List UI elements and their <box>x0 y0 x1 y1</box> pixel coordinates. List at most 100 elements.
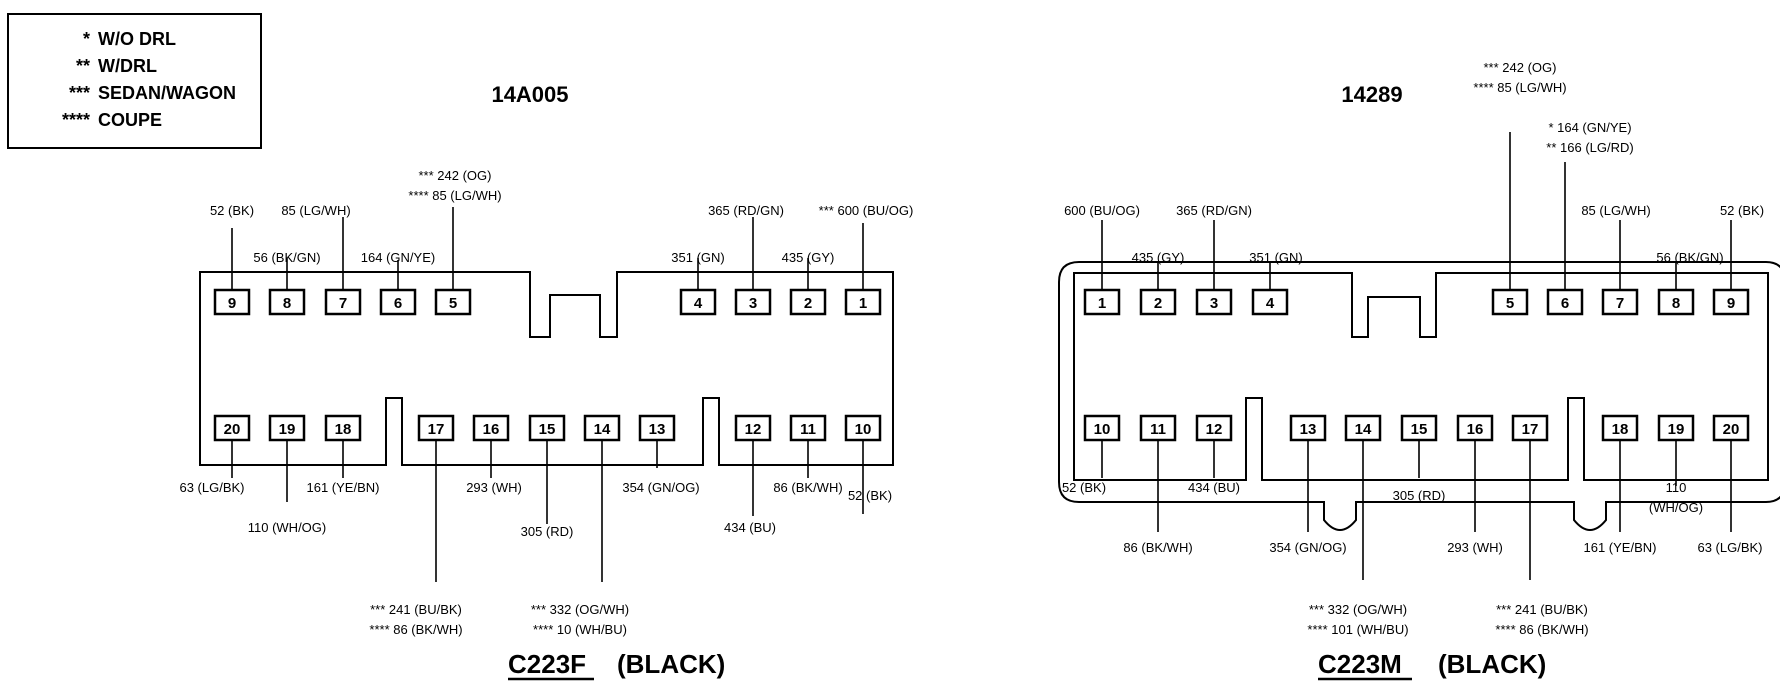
wire-label: 365 (RD/GN) <box>708 203 784 218</box>
wire-label: 354 (GN/OG) <box>622 480 699 495</box>
wire-label: 52 (BK) <box>210 203 254 218</box>
wire-label: 351 (GN) <box>1249 250 1302 265</box>
left-connector-color: (BLACK) <box>617 649 725 679</box>
pin-box <box>789 288 827 316</box>
pin-number: 11 <box>1150 421 1166 438</box>
pin-number: 2 <box>804 295 812 312</box>
pin-box <box>1657 414 1695 442</box>
pin-box <box>434 288 472 316</box>
wire-label: 305 (RD) <box>1393 488 1446 503</box>
pin-box <box>1251 288 1289 316</box>
pin-number: 9 <box>1727 295 1735 312</box>
wire-label: 161 (YE/BN) <box>1584 540 1657 555</box>
pin-box <box>1083 414 1121 442</box>
pin-number: 17 <box>428 421 445 438</box>
pin-number: 14 <box>594 421 611 438</box>
wire-label: *** 241 (BU/BK) <box>370 602 462 617</box>
pin-box <box>583 414 621 442</box>
wire-label: 63 (LG/BK) <box>1697 540 1762 555</box>
pin-number: 19 <box>279 421 296 438</box>
pin-box <box>1601 414 1639 442</box>
legend-mark: *** <box>69 83 90 103</box>
wire-label: 293 (WH) <box>1447 540 1503 555</box>
wire-label: 85 (LG/WH) <box>1581 203 1650 218</box>
wire-label: 434 (BU) <box>724 520 776 535</box>
pins-layer: 9 52 (BK) 8 56 (BK/GN) 7 85 (LG/WH) 6 164 (GN/Y… <box>179 60 1764 637</box>
wire-label: 164 (GN/YE) <box>361 250 435 265</box>
wire-label: 600 (BU/OG) <box>1064 203 1140 218</box>
pin-box <box>789 414 827 442</box>
wire-label: 110 <box>1666 480 1687 495</box>
legend-text: W/DRL <box>98 56 157 76</box>
pin-box <box>324 288 362 316</box>
pin-number: 4 <box>1266 295 1275 312</box>
wire-label: 86 (BK/WH) <box>1123 540 1192 555</box>
pin-number: 6 <box>1561 295 1569 312</box>
pin-box <box>1546 288 1584 316</box>
wire-label: **** 85 (LG/WH) <box>408 188 501 203</box>
wire-label: 110 (WH/OG) <box>248 520 327 535</box>
wire-label: **** 86 (BK/WH) <box>1495 622 1588 637</box>
wire-label: *** 242 (OG) <box>1484 60 1557 75</box>
pin-box <box>844 288 882 316</box>
legend-mark: ** <box>76 56 90 76</box>
pin-box <box>1712 414 1750 442</box>
wire-label: 293 (WH) <box>466 480 522 495</box>
pin-number: 11 <box>800 421 816 438</box>
wire-label: 86 (BK/WH) <box>773 480 842 495</box>
pin-number: 13 <box>1300 421 1317 438</box>
pin-number: 1 <box>859 295 867 312</box>
pin-number: 19 <box>1668 421 1685 438</box>
pin-number: 4 <box>694 295 703 312</box>
wire-label: 85 (LG/WH) <box>281 203 350 218</box>
wire-label: 56 (BK/GN) <box>253 250 320 265</box>
pin-number: 8 <box>1672 295 1680 312</box>
wire-label: *** 241 (BU/BK) <box>1496 602 1588 617</box>
pin-number: 20 <box>224 421 241 438</box>
pin-number: 7 <box>339 295 347 312</box>
pin-number: 7 <box>1616 295 1624 312</box>
pin-box <box>528 414 566 442</box>
pin-box <box>213 414 251 442</box>
pin-number: 15 <box>539 421 556 438</box>
pin-box <box>638 414 676 442</box>
pin-number: 17 <box>1522 421 1539 438</box>
pin-number: 18 <box>1612 421 1629 438</box>
wire-label: 56 (BK/GN) <box>1656 250 1723 265</box>
pin-number: 1 <box>1098 295 1106 312</box>
pin-number: 5 <box>1506 295 1514 312</box>
pin-number: 18 <box>335 421 352 438</box>
pin-box <box>213 288 251 316</box>
pin-box <box>1195 288 1233 316</box>
left-caption: C223F (BLACK) <box>508 649 725 681</box>
wire-label: 435 (GY) <box>1132 250 1185 265</box>
pin-number: 14 <box>1355 421 1372 438</box>
legend-text: W/O DRL <box>98 29 176 49</box>
right-part-number: 14289 <box>1341 82 1402 107</box>
legend-mark: * <box>83 29 90 49</box>
pin-number: 2 <box>1154 295 1162 312</box>
wire-label: 52 (BK) <box>1062 480 1106 495</box>
wire-label: 52 (BK) <box>848 488 892 503</box>
pin-box <box>1601 288 1639 316</box>
wire-label: 435 (GY) <box>782 250 835 265</box>
pin-number: 10 <box>855 421 872 438</box>
legend-text: SEDAN/WAGON <box>98 83 236 103</box>
pin-box <box>1289 414 1327 442</box>
pin-box <box>1491 288 1529 316</box>
wire-label: (WH/OG) <box>1649 500 1703 515</box>
pin-number: 12 <box>745 421 762 438</box>
right-connector-color: (BLACK) <box>1438 649 1546 679</box>
pin-box <box>1456 414 1494 442</box>
pin-number: 9 <box>228 295 236 312</box>
pin-number: 13 <box>649 421 666 438</box>
legend-text: COUPE <box>98 110 162 130</box>
pin-box <box>1139 414 1177 442</box>
pin-box <box>268 414 306 442</box>
pin-number: 15 <box>1411 421 1428 438</box>
pin-box <box>472 414 510 442</box>
pin-number: 10 <box>1094 421 1111 438</box>
legend: * W/O DRL ** W/DRL *** SEDAN/WAGON **** … <box>7 13 262 149</box>
pin-box <box>1400 414 1438 442</box>
right-connector-housing <box>1058 261 1780 531</box>
